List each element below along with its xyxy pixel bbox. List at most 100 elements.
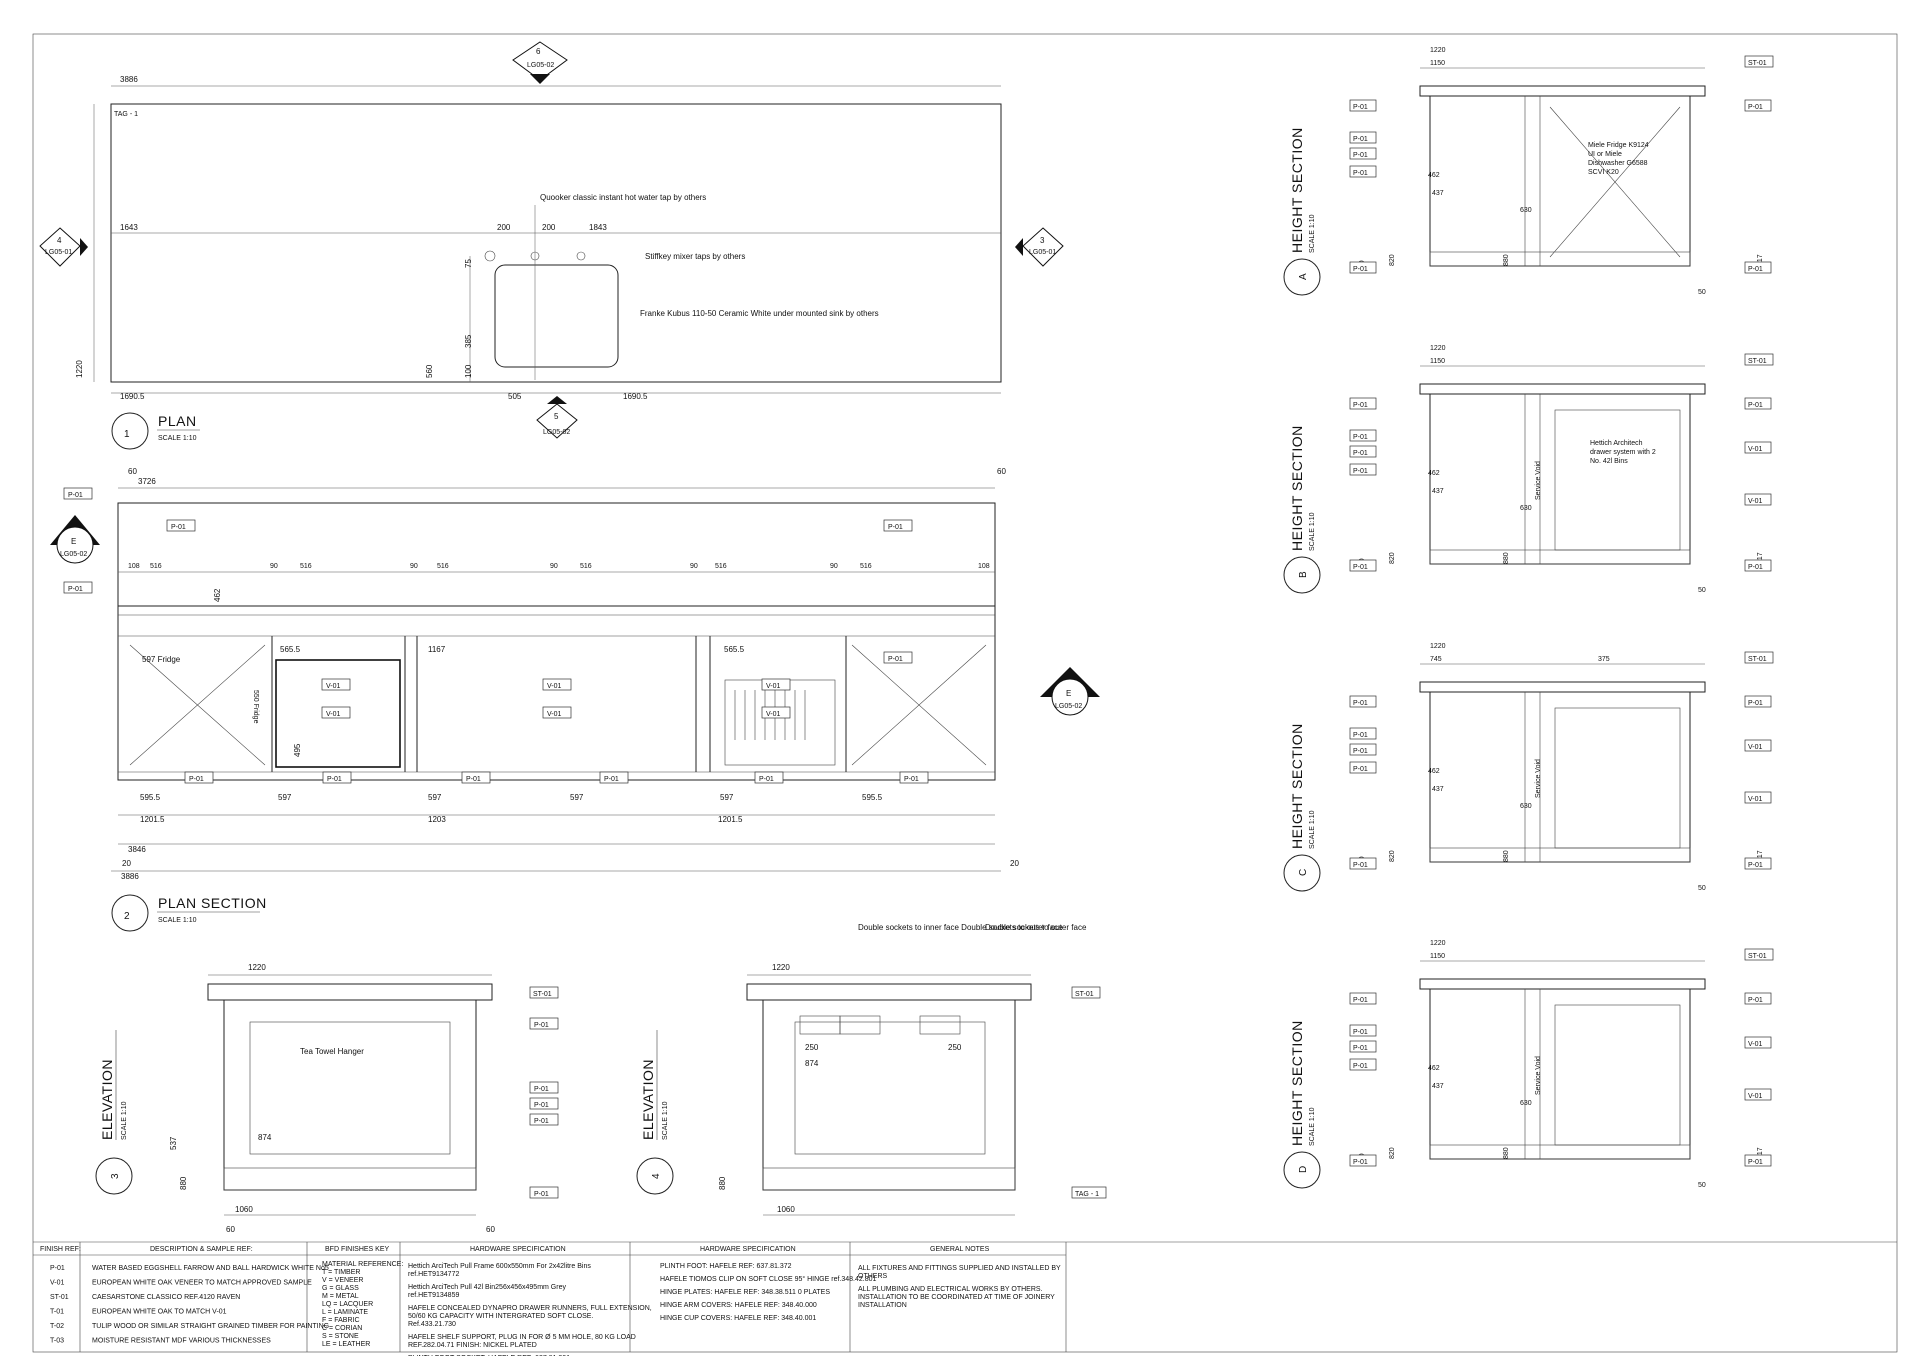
marker-3: 3 LG05-01: [1015, 227, 1064, 267]
sec-p01-right: P-01: [1748, 564, 1763, 571]
e4-dim-880: 880: [718, 1176, 727, 1190]
ps-bottom-p01: P-01: [466, 776, 481, 783]
sec-p01-right: P-01: [1748, 997, 1763, 1004]
sec-view-title: HEIGHT SECTION: [1289, 723, 1305, 849]
ps-p01-tag-a: [63, 487, 93, 500]
ps-p01-c: P-01: [171, 524, 186, 531]
ps-bottom-p01: P-01: [904, 776, 919, 783]
e3-carcass: [223, 999, 477, 1191]
ps-top-dim: 516: [300, 563, 312, 570]
plan-tap-mixer-2: [576, 251, 586, 261]
plan-note-tap: Quooker classic instant hot water tap by…: [540, 193, 706, 202]
legend-finish-ref-header: FINISH REF:: [40, 1246, 81, 1253]
view-num-4: 4: [651, 1173, 662, 1179]
e3-p01-tag-5: [529, 1186, 559, 1199]
ps-v01-6: V-01: [766, 711, 781, 718]
sec-dim-50: 50: [1698, 885, 1706, 892]
legend-finish-desc: EUROPEAN WHITE OAK TO MATCH V-01: [92, 1309, 227, 1316]
legend-hw2-line: PLINTH FOOT: HAFELE REF: 637.81.372: [660, 1263, 792, 1270]
e3-p01-3: P-01: [534, 1102, 549, 1109]
marker-3-num: 3: [1040, 236, 1045, 245]
plan-dim-100: 100: [464, 364, 473, 378]
sec-p01: P-01: [1353, 732, 1368, 739]
marker-4: 4 LG05-01: [39, 227, 88, 267]
e3-dim-537: 537: [169, 1136, 178, 1150]
sec-p01-right: P-01: [1748, 1159, 1763, 1166]
view-title-elevation-3: 3 ELEVATION SCALE 1:10: [95, 1030, 133, 1195]
e4-carcass: [762, 999, 1016, 1191]
marker-4-ref: LG05-01: [45, 249, 72, 256]
marker-E-right: E LG05-02: [1040, 667, 1100, 716]
sec-v01: V-01: [1748, 1041, 1763, 1048]
e4-dim-1060: 1060: [777, 1205, 795, 1214]
view-title-3: ELEVATION: [99, 1059, 115, 1140]
marker-E-left-num: E: [71, 537, 76, 546]
plan-dim-505: 505: [508, 392, 522, 401]
e4-note-outer: Double sockets to outer face: [985, 923, 1087, 932]
e4-st01-tag: [1071, 986, 1101, 999]
legend-hw1-line: Hettich ArciTech Pull 42l Bin256x456x495…: [408, 1284, 566, 1291]
ps-top-dim: 516: [715, 563, 727, 570]
sec-p01-tag-left: [1349, 857, 1377, 870]
view-num-3: 3: [110, 1173, 121, 1179]
sec-dim-437: 437: [1432, 786, 1444, 793]
sec-dim-630: 630: [1520, 1100, 1532, 1107]
sec-p01-tag-right: [1744, 99, 1772, 112]
sec-dim-462: 462: [1428, 470, 1440, 477]
sec-dim-820: 820: [1389, 552, 1396, 564]
sec-carcass: [1429, 691, 1691, 863]
sec-plinth: [1429, 549, 1691, 565]
sec-dim-437: 437: [1432, 1083, 1444, 1090]
ps-v01-tag-5: [761, 678, 791, 691]
sec-p01-tag: [1349, 727, 1377, 740]
sec-p01-tag-left: [1349, 559, 1377, 572]
ps-top-dim: 516: [580, 563, 592, 570]
plan-dim-560: 560: [425, 364, 434, 378]
elevation-3-view: 1220 Tea Towel Hanger 874 880 537 1060 6…: [169, 963, 559, 1234]
sec-dim-880: 880: [1503, 850, 1510, 862]
ps-bottom-p01: P-01: [327, 776, 342, 783]
marker-3-arrow: [1015, 238, 1023, 256]
ps-top-dim: 90: [690, 563, 698, 570]
sec-p01-left: P-01: [1353, 564, 1368, 571]
legend-notes-line: OTHERS: [858, 1273, 888, 1280]
ps-top-dim: 90: [830, 563, 838, 570]
sec-dim-437: 437: [1432, 190, 1444, 197]
legend-key-line: T = TIMBER: [322, 1269, 360, 1276]
sec-st01-tag: [1744, 55, 1774, 68]
sec-dim-50: 50: [1698, 587, 1706, 594]
legend-hw2-line: HAFELE TIOMOS CLIP ON SOFT CLOSE 95° HIN…: [660, 1275, 876, 1283]
e3-p01-5: P-01: [534, 1191, 549, 1198]
ps-v01-4: V-01: [547, 711, 562, 718]
sec-p01-tag-right: [1744, 992, 1772, 1005]
sec-p01-tag-left: [1349, 992, 1377, 1005]
sec-p01: P-01: [1353, 170, 1368, 177]
ps-v01-1: V-01: [326, 683, 341, 690]
legend-finish-ref: V-01: [50, 1280, 65, 1287]
plan-sink: [494, 264, 619, 368]
marker-4-num: 4: [57, 236, 62, 245]
sec-p01-tag-left: [1349, 261, 1377, 274]
sec-dim-50: 50: [1698, 1182, 1706, 1189]
ps-dim-1201a: 1201.5: [140, 815, 165, 824]
sec-carcass: [1429, 988, 1691, 1160]
plan-worktop-outline: [110, 103, 1002, 383]
sec-p01: P-01: [1353, 1029, 1368, 1036]
marker-5-arrow: [547, 396, 567, 404]
ps-bottom-p01: P-01: [604, 776, 619, 783]
sec-st01-tag: [1744, 353, 1774, 366]
legend-finish-desc: TULIP WOOD OR SIMILAR STRAIGHT GRAINED T…: [92, 1323, 329, 1330]
legend-key-line: S = STONE: [322, 1333, 359, 1340]
marker-4-diamond: [39, 227, 81, 267]
legend-finish-ref: T-03: [50, 1338, 64, 1345]
sec-view-circle: [1283, 1151, 1321, 1189]
sec-view-title: HEIGHT SECTION: [1289, 127, 1305, 253]
sec-p01: P-01: [1353, 748, 1368, 755]
sec-dim-820: 820: [1389, 850, 1396, 862]
legend-hw1-line: Hettich ArciTech Pull Frame 600x550mm Fo…: [408, 1263, 591, 1270]
ps-v01-tag-1: [321, 678, 351, 691]
legend-key-line: F = FABRIC: [322, 1317, 360, 1324]
plan-note-mixer: Stiffkey mixer taps by others: [645, 252, 745, 261]
